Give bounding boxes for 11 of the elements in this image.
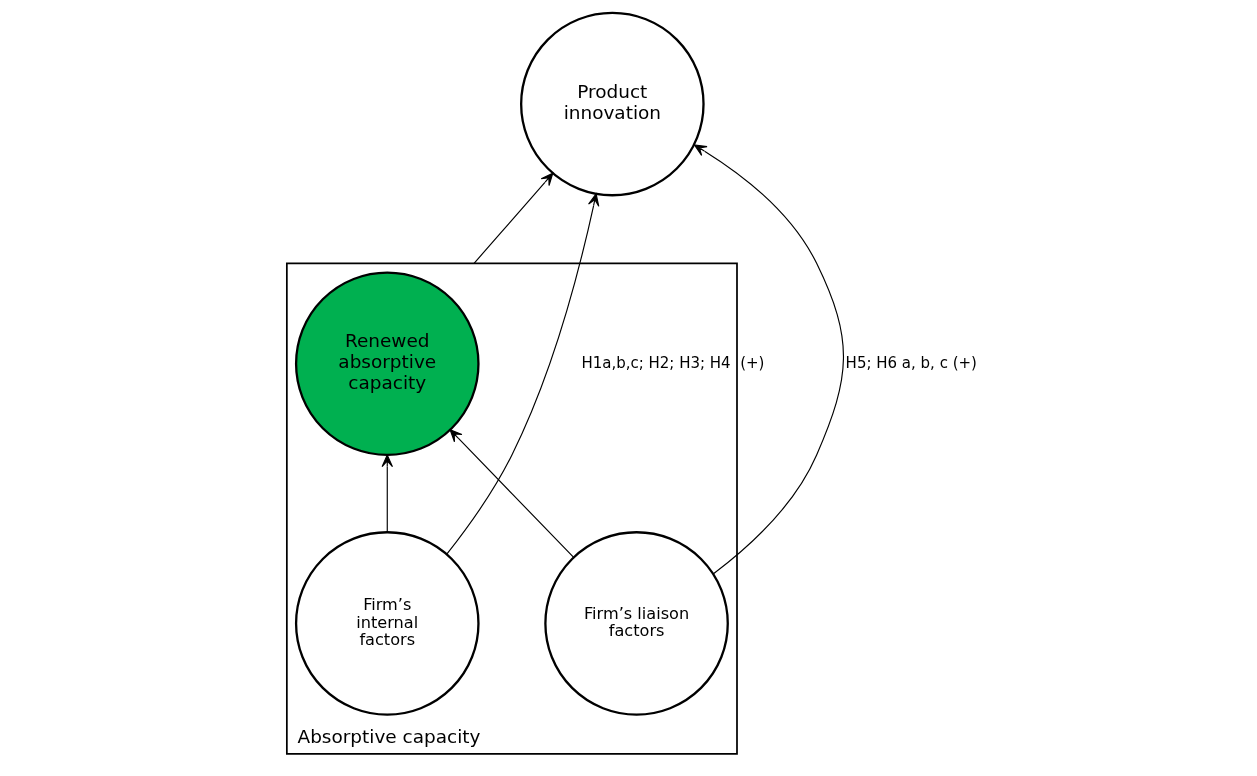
arrow <box>473 172 554 264</box>
arrow <box>693 144 845 575</box>
arrow <box>449 429 575 558</box>
arrow <box>381 454 394 533</box>
node-circle: Product innovation <box>520 11 705 197</box>
node-circle: Renewed absorptive capacity <box>294 271 480 457</box>
edge-label: H1a,b,c; H2; H3; H4 (+) <box>581 353 765 372</box>
edge-label: H5; H6 a, b, c (+) <box>845 353 977 372</box>
node-circle: Firm’s internal factors <box>294 531 480 716</box>
node-circle: Firm’s liaison factors <box>544 531 729 716</box>
arrow <box>446 193 600 555</box>
